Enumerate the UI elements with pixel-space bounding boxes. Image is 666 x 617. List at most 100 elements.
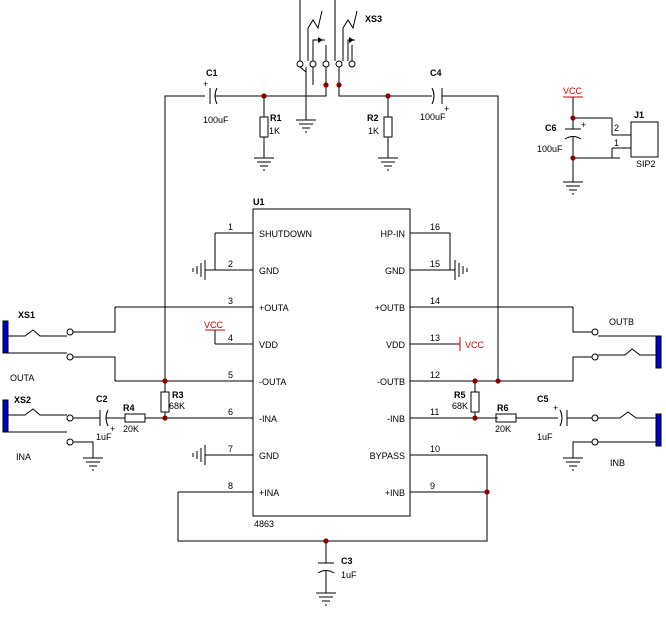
c4-ref: C4 [430, 68, 442, 78]
pin-number: 8 [228, 481, 233, 491]
c5-value: 1uF [537, 432, 553, 442]
c3-value: 1uF [341, 570, 357, 580]
r5-value: 68K [452, 401, 468, 411]
chip-ref: U1 [253, 197, 265, 207]
pin-number: 15 [430, 259, 440, 269]
headphone-jack-xs3: XS3 [296, 0, 382, 120]
c6-ref: C6 [545, 123, 557, 133]
pin-number: 16 [430, 222, 440, 232]
jack-inb: INB [572, 411, 662, 468]
vcc-label: VCC [563, 86, 583, 96]
c3-ref: C3 [341, 556, 353, 566]
polarity-plus: + [203, 79, 208, 89]
polarity-plus: + [581, 120, 586, 130]
resistor-r2: R2 1K [367, 96, 393, 158]
xs1-label: OUTA [10, 373, 34, 383]
pin-name: VDD [386, 340, 406, 350]
r3-ref: R3 [172, 390, 184, 400]
pin-name: +INA [259, 488, 279, 498]
j1-pin1: 1 [614, 138, 619, 148]
r6-ref: R6 [497, 403, 509, 413]
resistor-r3: R3 68K [160, 390, 185, 413]
capacitor-c2: C2 1uF + [96, 394, 125, 442]
r4-value: 20K [123, 424, 139, 434]
wire-outa-feedback [164, 85, 327, 418]
ground-left-icon [192, 260, 206, 280]
c2-value: 1uF [96, 432, 112, 442]
ground-icon [316, 592, 336, 606]
c6-value: 100uF [537, 144, 563, 154]
vcc-pin4: VCC [204, 320, 225, 344]
vcc-pin13: VCC [459, 337, 485, 351]
xs1-ref: XS1 [18, 310, 35, 320]
pin-name: SHUTDOWN [259, 229, 312, 239]
pin-number: 11 [430, 407, 439, 417]
pin-name: +OUTA [259, 303, 289, 313]
pin-name: -OUTA [259, 377, 286, 387]
pin-name: GND [259, 266, 280, 276]
pin-name: BYPASS [370, 451, 405, 461]
pin-number: 2 [228, 259, 233, 269]
ground-icon [83, 457, 103, 471]
pin-number: 13 [430, 333, 440, 343]
pin-number: 12 [430, 370, 440, 380]
ground-icon [563, 457, 583, 471]
c2-ref: C2 [96, 394, 108, 404]
pin-name: +INB [385, 488, 405, 498]
pin-name: +OUTB [375, 303, 405, 313]
r1-value: 1K [269, 126, 280, 136]
j1-part: SIP2 [636, 159, 656, 169]
r2-ref: R2 [367, 113, 379, 123]
vcc-label: VCC [465, 340, 485, 350]
connector-j1: J1 SIP2 2 1 [614, 110, 659, 169]
pin-name: HP-IN [381, 229, 406, 239]
capacitor-c4: C4 100uF + [420, 68, 449, 122]
wire-outb-feedback [338, 85, 499, 381]
c5-ref: C5 [537, 394, 549, 404]
pin-name: GND [385, 266, 406, 276]
pin-name: -INA [259, 414, 277, 424]
resistor-r6: R6 20K [495, 403, 517, 434]
ground-left-icon [192, 445, 206, 465]
jack-outb: OUTB [498, 307, 662, 382]
ground-icon [378, 157, 398, 171]
pin-number: 1 [228, 222, 233, 232]
wire-bypass [177, 455, 488, 563]
pin-number: 4 [228, 333, 233, 343]
polarity-plus: + [444, 104, 449, 114]
j1-ref: J1 [634, 110, 644, 120]
vcc-supply: VCC [563, 86, 620, 136]
pin-name: VDD [259, 340, 279, 350]
pin-number: 5 [228, 370, 233, 380]
pin-number: 9 [430, 481, 435, 491]
xs2-label: INA [16, 452, 31, 462]
resistor-r5: R5 68K [452, 381, 480, 418]
r6-value: 20K [495, 424, 511, 434]
chip-u1: U1 4863 1 SHUTDOWN 2 GND 3 +OUTA 4 VDD 5… [115, 197, 573, 529]
xs3-ref: XS3 [365, 14, 382, 24]
pin-number: 6 [228, 407, 233, 417]
c4-value: 100uF [420, 112, 446, 122]
j1-pin2: 2 [614, 123, 619, 133]
outb-label: OUTB [609, 317, 634, 327]
polarity-plus: + [110, 424, 115, 434]
pin-number: 10 [430, 444, 440, 454]
resistor-r1: R1 1K [259, 96, 282, 158]
r2-value: 1K [368, 126, 379, 136]
capacitor-c1: C1 100uF + [203, 68, 229, 125]
ground-icon [563, 181, 583, 195]
jack-xs2: XS2 INA [2, 395, 100, 462]
r1-ref: R1 [270, 113, 282, 123]
pin-number: 7 [228, 444, 233, 454]
xs2-ref: XS2 [14, 395, 31, 405]
c1-value: 100uF [203, 115, 229, 125]
ground-right-icon [454, 260, 468, 280]
pin-number: 3 [228, 296, 233, 306]
r5-ref: R5 [454, 390, 466, 400]
inb-label: INB [610, 458, 625, 468]
r4-ref: R4 [123, 403, 135, 413]
junction-dots [162, 82, 576, 544]
polarity-plus: + [553, 403, 558, 413]
chip-part: 4863 [254, 519, 274, 529]
